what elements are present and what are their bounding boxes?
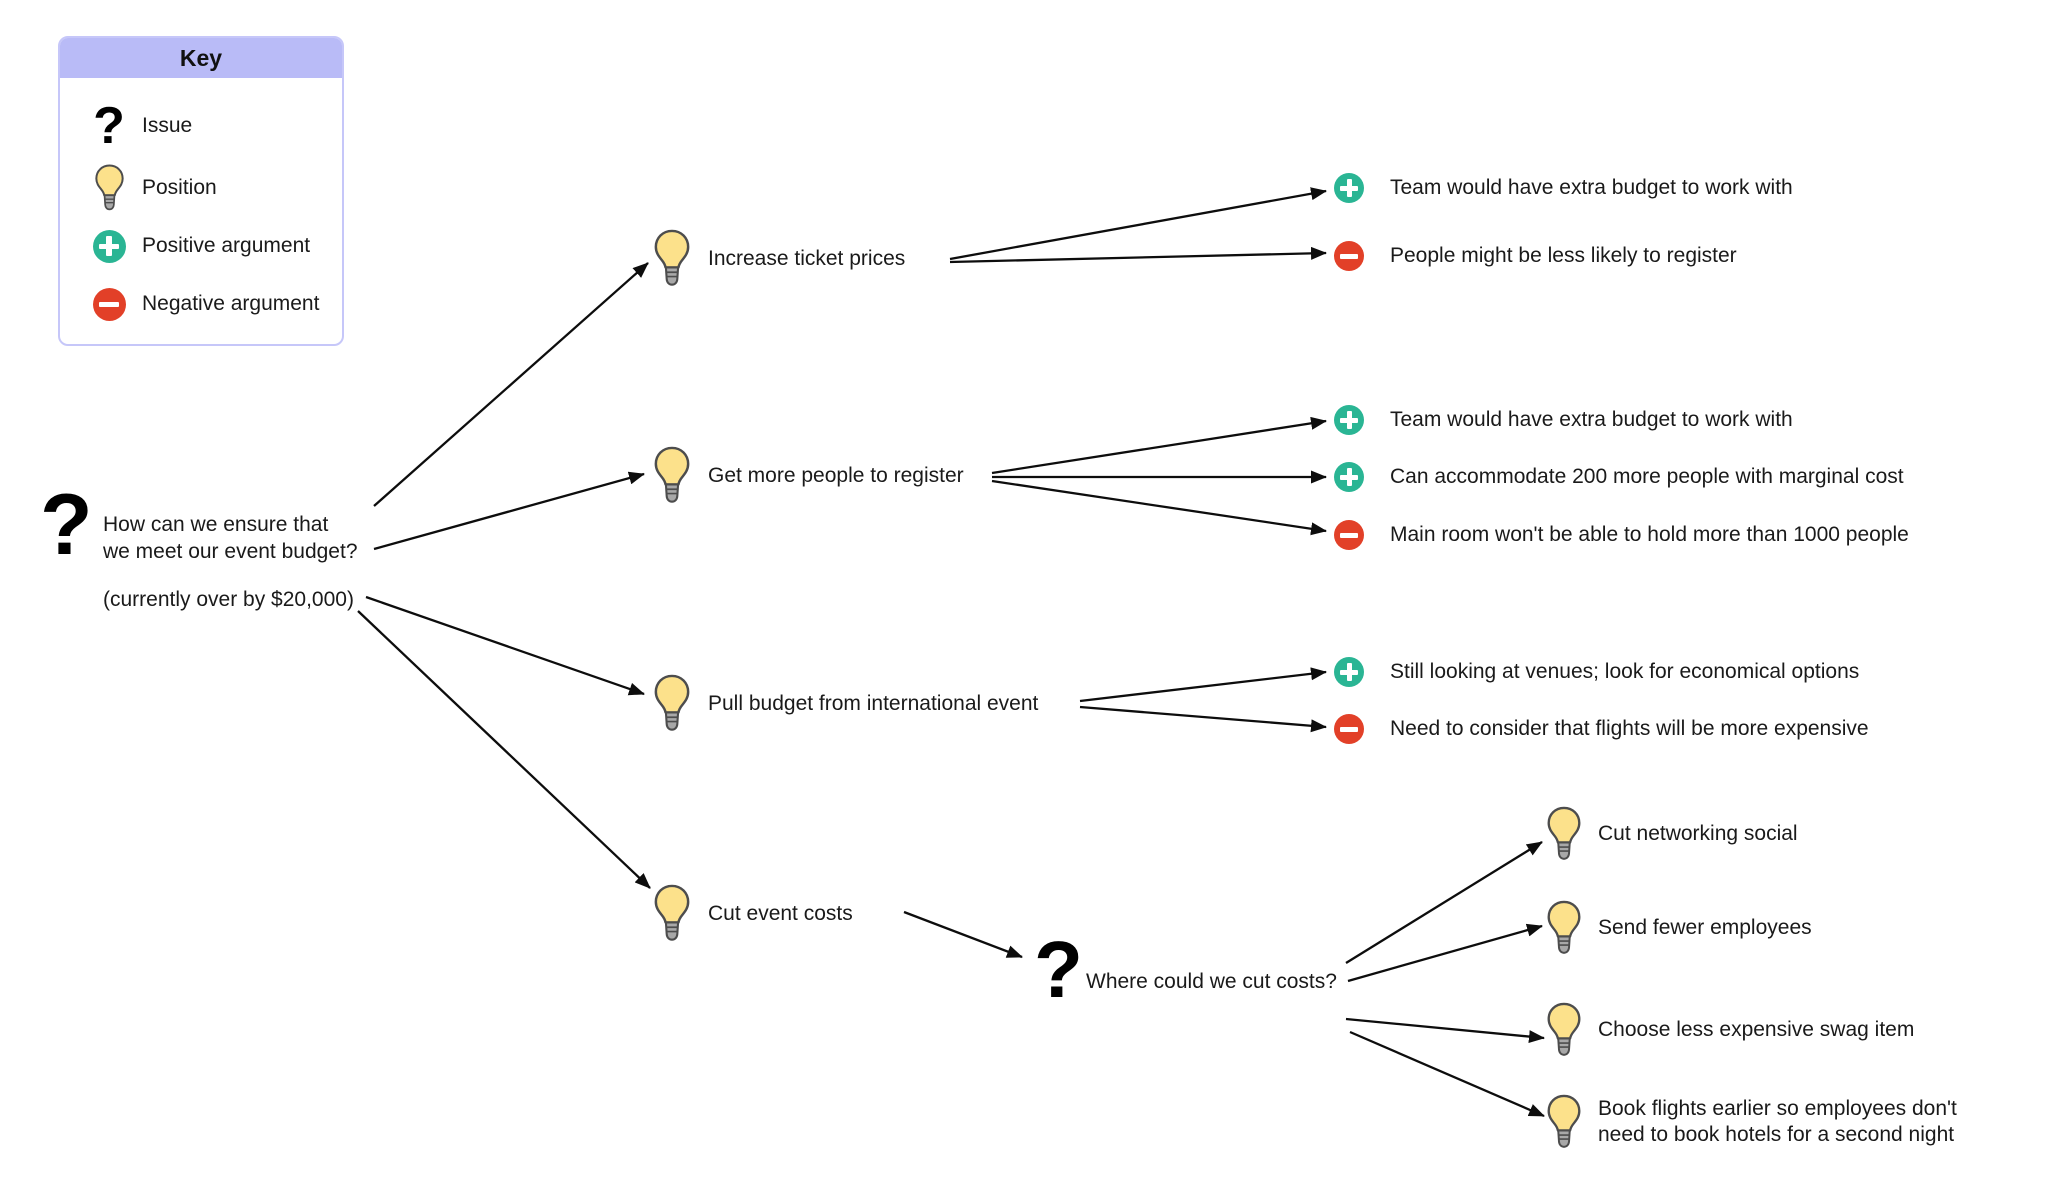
- minus-icon: [1334, 520, 1364, 550]
- position-label: Pull budget from international event: [708, 691, 1039, 715]
- position-label: Cut networking social: [1598, 822, 1798, 845]
- arrow-sub-to-networking: [1345, 841, 1543, 964]
- position-node-send-fewer-employees: Send fewer employees: [1546, 900, 1812, 956]
- lightbulb-icon: [653, 229, 691, 288]
- lightbulb-icon: [1546, 1094, 1582, 1150]
- lightbulb-icon: [94, 164, 125, 212]
- arrow-pull-pos: [1079, 667, 1327, 703]
- question-mark-icon: ?: [1034, 925, 1083, 1014]
- position-node-pull-budget: Pull budget from international event: [653, 674, 1038, 733]
- arrow-sub-to-swag: [1345, 1017, 1545, 1044]
- positive-argument-node: Can accommodate 200 more people with mar…: [1334, 462, 1904, 492]
- minus-icon: [1334, 714, 1364, 744]
- arrow-register-pos1: [991, 416, 1327, 475]
- arrow-root-to-increase: [373, 262, 649, 507]
- negative-argument-node: Main room won't be able to hold more tha…: [1334, 520, 1909, 550]
- argument-label: Team would have extra budget to work wit…: [1390, 408, 1793, 431]
- positive-argument-node: Team would have extra budget to work wit…: [1334, 405, 1793, 435]
- lightbulb-icon: [1546, 1002, 1582, 1058]
- position-node-cut-networking-social: Cut networking social: [1546, 806, 1798, 862]
- position-label: Cut event costs: [708, 901, 853, 925]
- question-mark-icon: ?: [93, 97, 125, 155]
- sub-issue-text: Where could we cut costs?: [1086, 970, 1337, 993]
- argument-label: Team would have extra budget to work wit…: [1390, 176, 1793, 199]
- plus-icon: [1334, 657, 1364, 687]
- position-node-cheaper-swag: Choose less expensive swag item: [1546, 1002, 1914, 1058]
- key-item-issue: ? Issue: [60, 100, 342, 152]
- lightbulb-icon: [653, 674, 691, 733]
- key-item-position: Position: [60, 162, 342, 214]
- key-item-label: Position: [142, 176, 217, 199]
- arrow-pull-neg: [1079, 705, 1327, 733]
- arrow-cut-to-subissue: [903, 910, 1023, 959]
- arrow-root-to-register: [373, 471, 645, 551]
- arrow-sub-to-flights: [1349, 1030, 1545, 1118]
- plus-icon: [92, 229, 126, 263]
- lightbulb-icon: [653, 884, 691, 943]
- position-label: Get more people to register: [708, 463, 964, 487]
- plus-icon: [1334, 405, 1364, 435]
- key-title: Key: [60, 38, 342, 78]
- key-item-label: Positive argument: [142, 234, 311, 257]
- positive-argument-node: Team would have extra budget to work wit…: [1334, 173, 1793, 203]
- argument-label: People might be less likely to register: [1390, 244, 1737, 267]
- key-legend: Key ? Issue Position Positive argument N…: [58, 36, 344, 346]
- key-item-negative-argument: Negative argument: [60, 278, 342, 330]
- position-label: Send fewer employees: [1598, 916, 1812, 939]
- argument-label: Need to consider that flights will be mo…: [1390, 717, 1869, 740]
- position-label: Increase ticket prices: [708, 246, 906, 270]
- lightbulb-icon: [653, 446, 691, 505]
- minus-icon: [92, 287, 126, 321]
- key-item-label: Negative argument: [142, 292, 320, 315]
- negative-argument-node: Need to consider that flights will be mo…: [1334, 714, 1869, 744]
- arrow-root-to-pull: [365, 595, 645, 696]
- position-label: Book flights earlier so employees don't …: [1598, 1097, 1957, 1146]
- key-item-label: Issue: [142, 114, 193, 137]
- argument-label: Still looking at venues; look for econom…: [1390, 660, 1860, 683]
- minus-icon: [1334, 241, 1364, 271]
- argument-label: Main room won't be able to hold more tha…: [1390, 523, 1909, 546]
- position-node-get-more-people: Get more people to register: [653, 446, 964, 505]
- question-mark-icon: ?: [40, 477, 93, 573]
- arrow-register-neg: [991, 479, 1327, 536]
- arrow-sub-to-employees: [1347, 923, 1543, 983]
- root-issue-note: (currently over by $20,000): [103, 588, 354, 611]
- root-issue-text: How can we ensure that we meet our event…: [103, 513, 358, 563]
- plus-icon: [1334, 462, 1364, 492]
- argument-label: Can accommodate 200 more people with mar…: [1390, 465, 1904, 488]
- negative-argument-node: People might be less likely to register: [1334, 241, 1737, 271]
- lightbulb-icon: [1546, 900, 1582, 956]
- lightbulb-icon: [1546, 806, 1582, 862]
- key-item-positive-argument: Positive argument: [60, 220, 342, 272]
- arrow-increase-neg: [949, 246, 1327, 264]
- arrow-increase-pos: [949, 187, 1327, 261]
- position-node-cut-event-costs: Cut event costs: [653, 884, 853, 943]
- position-node-increase-ticket-prices: Increase ticket prices: [653, 229, 905, 288]
- plus-icon: [1334, 173, 1364, 203]
- arrow-root-to-cut: [357, 610, 651, 889]
- positive-argument-node: Still looking at venues; look for econom…: [1334, 657, 1859, 687]
- position-label: Choose less expensive swag item: [1598, 1018, 1915, 1041]
- position-node-book-flights-earlier: Book flights earlier so employees don't …: [1546, 1094, 1957, 1150]
